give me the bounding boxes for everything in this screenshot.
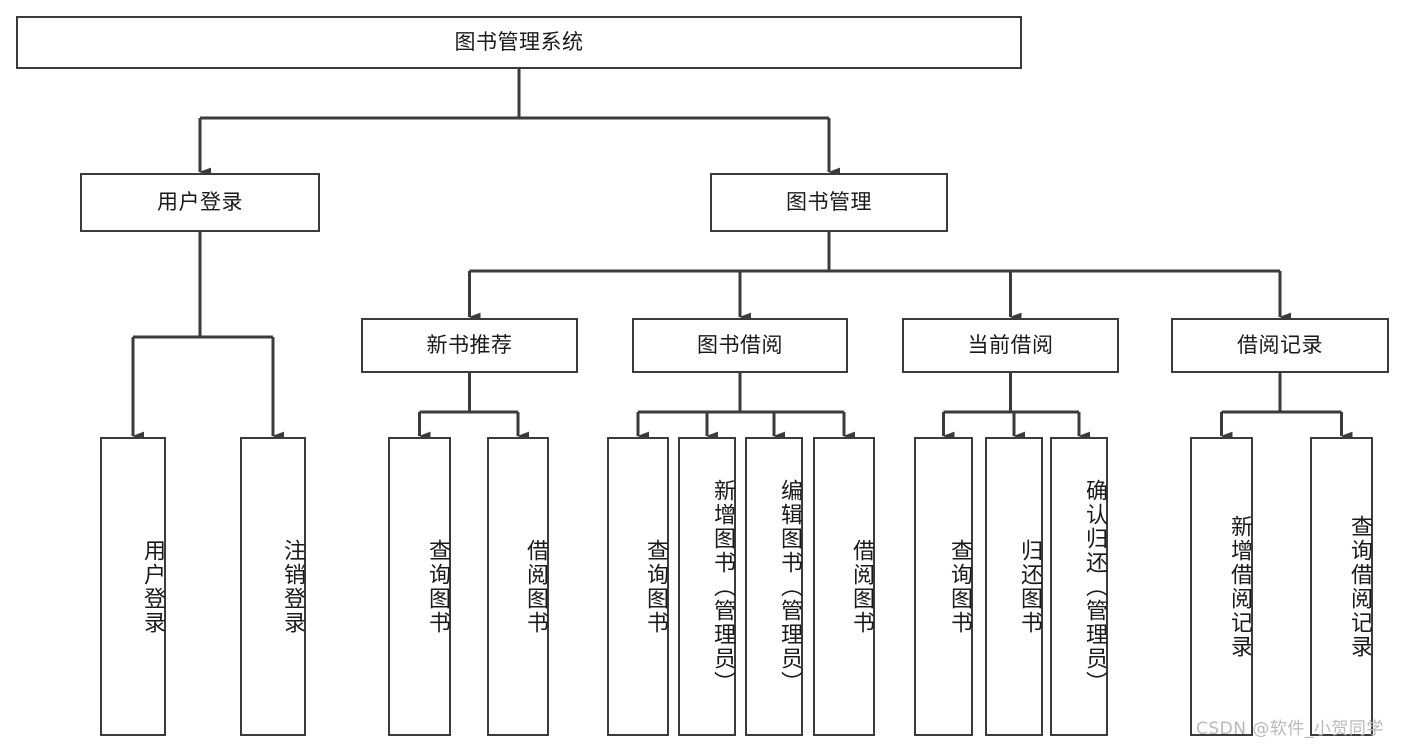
node-label: 借阅记录 [1237, 333, 1323, 358]
node-label: 图书管理系统 [454, 30, 584, 55]
node-label: 新书推荐 [426, 333, 513, 358]
node-leaf-query-borrow-record[interactable]: 查询借阅记录 [1310, 437, 1373, 736]
node-label: 归还图书 [1017, 538, 1042, 635]
node-leaf-query-book-cur[interactable]: 查询图书 [914, 437, 973, 736]
node-new-book-recommend[interactable]: 新书推荐 [361, 318, 578, 373]
node-label: 图书借阅 [697, 333, 783, 358]
node-root[interactable]: 图书管理系统 [16, 16, 1022, 69]
node-label: 查询图书 [643, 538, 668, 635]
node-label: 新增借阅记录 [1227, 514, 1252, 659]
node-label: 查询图书 [425, 538, 450, 635]
watermark-label: CSDN @软件_小贺同学 [1196, 719, 1384, 739]
node-label: 借阅图书 [523, 538, 548, 635]
node-leaf-query-book-borrow[interactable]: 查询图书 [607, 437, 669, 736]
node-label: 当前借阅 [967, 333, 1054, 358]
node-leaf-add-book-admin[interactable]: 新增图书（管理员） [678, 437, 736, 736]
node-borrow-record[interactable]: 借阅记录 [1171, 318, 1389, 373]
node-label: 编辑图书（管理员） [777, 478, 802, 695]
node-leaf-borrow-book-rec[interactable]: 借阅图书 [487, 437, 549, 736]
node-leaf-confirm-return-admin[interactable]: 确认归还（管理员） [1050, 437, 1108, 736]
node-label: 用户登录 [157, 190, 243, 215]
node-user-login[interactable]: 用户登录 [80, 173, 320, 232]
node-label: 用户登录 [140, 538, 165, 635]
node-label: 借阅图书 [849, 538, 874, 635]
node-label: 新增图书（管理员） [710, 478, 735, 695]
node-book-manage[interactable]: 图书管理 [710, 173, 948, 232]
node-leaf-user-login[interactable]: 用户登录 [100, 437, 166, 736]
node-leaf-add-borrow-record[interactable]: 新增借阅记录 [1190, 437, 1253, 736]
node-book-borrow[interactable]: 图书借阅 [632, 318, 848, 373]
node-leaf-return-book[interactable]: 归还图书 [985, 437, 1043, 736]
node-current-borrow[interactable]: 当前借阅 [902, 318, 1119, 373]
node-label: 图书管理 [786, 190, 872, 215]
node-leaf-user-logout[interactable]: 注销登录 [240, 437, 306, 736]
node-leaf-query-book-rec[interactable]: 查询图书 [388, 437, 451, 736]
node-label: 查询图书 [947, 538, 972, 635]
node-label: 确认归还（管理员） [1082, 478, 1107, 695]
node-leaf-edit-book-admin[interactable]: 编辑图书（管理员） [745, 437, 803, 736]
node-label: 注销登录 [280, 538, 305, 635]
node-label: 查询借阅记录 [1347, 514, 1372, 659]
node-leaf-borrow-book[interactable]: 借阅图书 [813, 437, 875, 736]
